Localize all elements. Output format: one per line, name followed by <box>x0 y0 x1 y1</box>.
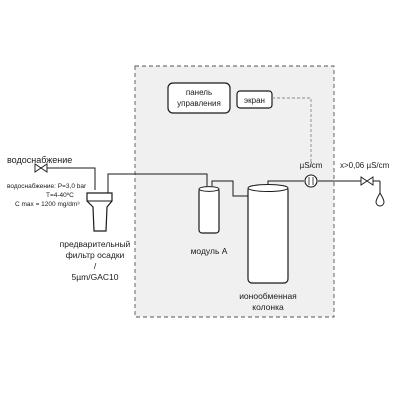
system-enclosure <box>134 65 335 318</box>
module-to-column-pipe <box>211 180 248 197</box>
prefilter-label-line3: / <box>94 261 97 271</box>
prefilter-label-line2: фильтр осадки <box>66 250 125 260</box>
valve-icon <box>360 176 374 186</box>
module-a-label: модуль A <box>191 246 228 256</box>
prefilter-label-line1: предварительный <box>60 239 131 249</box>
screen-box <box>236 90 273 109</box>
sensor-icon <box>304 174 318 188</box>
conductivity-unit-label: µS/cm <box>300 161 323 170</box>
valve-icon <box>34 163 48 173</box>
supply-temp-label: T=4-40ºC <box>46 192 74 199</box>
prefilter-to-module-pipe <box>107 173 208 193</box>
control-panel-label-line1: панель <box>186 88 212 97</box>
drop-icon <box>375 192 385 207</box>
control-panel-label-line2: управления <box>177 99 221 108</box>
output-spec-label: x>0,06 µS/cm <box>340 161 390 170</box>
prefilter-housing <box>86 192 113 232</box>
module-a-cylinder <box>198 186 220 234</box>
supply-pressure-label: водоснабжение: P=3,0 bar <box>7 182 87 190</box>
supply-conc-label: C max = 1200 mg/dm³ <box>15 201 80 208</box>
ion-exchange-column <box>247 184 289 284</box>
ion-column-label-line2: колонка <box>252 302 284 312</box>
water-supply-label: водоснабжение <box>7 155 72 165</box>
screen-label: экран <box>244 96 265 105</box>
control-panel-box <box>167 82 231 114</box>
signal-line <box>272 97 312 168</box>
prefilter-label-line4: 5µm/GAC10 <box>72 272 119 282</box>
ion-column-label-line1: ионообменная <box>239 291 297 301</box>
inlet-pipe <box>40 167 96 190</box>
